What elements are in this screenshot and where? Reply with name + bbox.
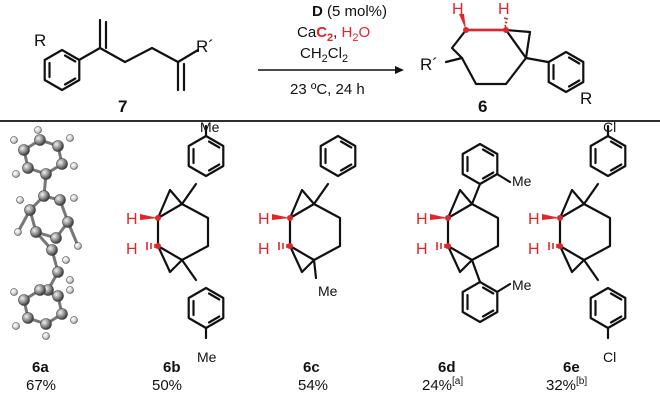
compound-6b-label: 6b bbox=[163, 359, 181, 376]
compound-6e-h-upper: H bbox=[528, 211, 540, 228]
compound-6d-yield: 24%[a] bbox=[422, 376, 463, 394]
compound-6d-top-sub: Me bbox=[512, 173, 532, 189]
catalyst-text: D (5 mol%) bbox=[312, 3, 387, 20]
reactant-structure bbox=[43, 18, 200, 92]
compound-6a-yield: 67% bbox=[26, 377, 56, 394]
compound-6c-label: 6c bbox=[303, 359, 320, 376]
product-h-left: H bbox=[452, 1, 464, 18]
compound-6e-yield: 32%[b] bbox=[546, 376, 587, 394]
structure-6b bbox=[140, 124, 225, 340]
compound-6c-yield: 54% bbox=[298, 377, 328, 394]
compound-6d-label: 6d bbox=[438, 359, 456, 376]
compound-6b-top-sub: Me bbox=[200, 119, 220, 135]
compound-6d-h-lower: H bbox=[416, 241, 428, 258]
compound-6a-label: 6a bbox=[32, 359, 49, 376]
compound-6c-h-lower: H bbox=[258, 241, 270, 258]
reactant-rprime-label: R´ bbox=[196, 37, 214, 56]
structure-6e bbox=[542, 124, 627, 340]
reagent-text: CaC2, H2O bbox=[297, 24, 370, 44]
compound-6b-h-upper: H bbox=[126, 211, 138, 228]
product-rprime-label: R´ bbox=[420, 55, 438, 74]
compound-6e-label: 6e bbox=[563, 359, 580, 376]
compound-6d-h-upper: H bbox=[416, 211, 428, 228]
structure-6c bbox=[272, 134, 357, 280]
solvent-text: CH2Cl2 bbox=[300, 45, 348, 65]
compound-6c-h-upper: H bbox=[258, 211, 270, 228]
compound-6e-top-sub: Cl bbox=[603, 119, 616, 135]
compound-6b-h-lower: H bbox=[126, 241, 138, 258]
conditions-text: 23 ºC, 24 h bbox=[290, 81, 365, 98]
reactant-r-label: R bbox=[34, 31, 46, 50]
crystal-structure-6a bbox=[10, 126, 82, 340]
reactant-compound-label: 7 bbox=[118, 97, 127, 116]
compound-6b-bottom-sub: Me bbox=[197, 349, 217, 365]
compound-6e-h-lower: H bbox=[528, 241, 540, 258]
compound-6e-bottom-sub: Cl bbox=[603, 349, 616, 365]
compound-6c-bottom-sub: Me bbox=[318, 283, 338, 299]
compound-6b-yield: 50% bbox=[152, 377, 182, 394]
product-structure bbox=[444, 14, 585, 94]
arrow-head bbox=[395, 66, 404, 74]
product-r-label: R bbox=[580, 89, 592, 108]
structure-6d bbox=[430, 142, 512, 324]
product-compound-label: 6 bbox=[478, 97, 487, 116]
compound-6d-bottom-sub: Me bbox=[512, 277, 532, 293]
product-h-right: H bbox=[498, 1, 510, 18]
